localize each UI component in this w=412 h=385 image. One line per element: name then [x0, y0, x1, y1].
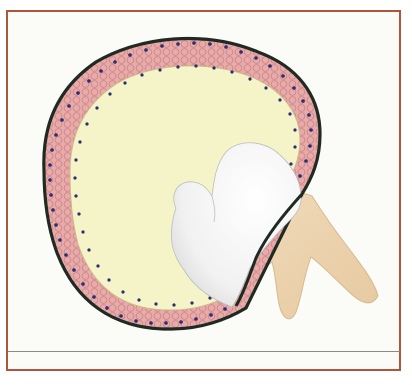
dentigerous-cyst-diagram — [0, 0, 412, 385]
figure-page — [0, 0, 412, 385]
